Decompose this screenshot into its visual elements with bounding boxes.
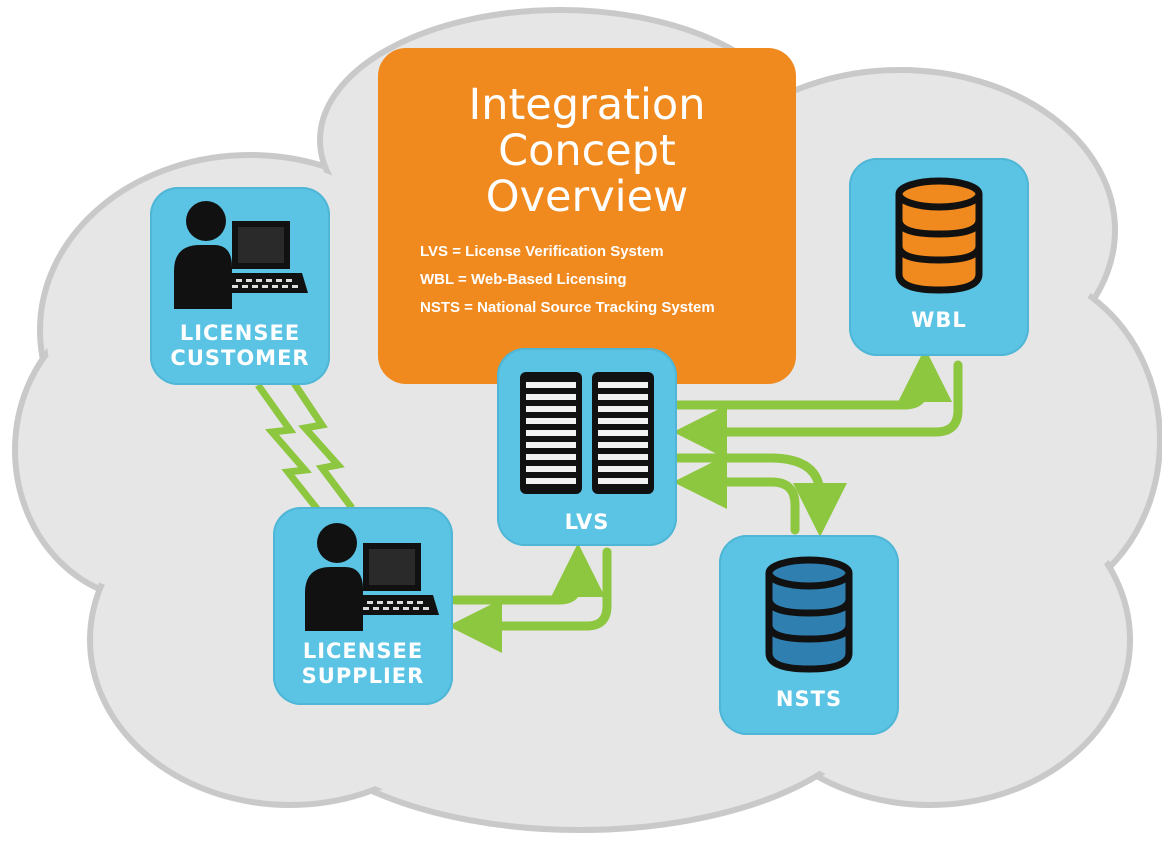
node-wbl: WBL (849, 158, 1029, 356)
node-label: LICENSEE CUSTOMER (170, 321, 310, 370)
person-computer-icon (305, 523, 439, 631)
arrow-lvs-to-supplier (448, 547, 612, 653)
legend-item-wbl: WBL = Web-Based Licensing (420, 271, 627, 288)
server-rack-icon (520, 372, 654, 494)
arrow-supplier-to-lvs (450, 543, 605, 605)
arrow-lvs-to-nsts (673, 453, 847, 537)
node-label: LICENSEE SUPPLIER (301, 639, 425, 688)
arrow-lvs-to-wbl (673, 348, 952, 410)
lightning-link-icon (255, 378, 355, 513)
arrow-wbl-to-lvs (673, 360, 963, 459)
node-label: LVS (564, 510, 610, 534)
node-nsts: NSTS (719, 535, 899, 735)
node-label: WBL (911, 308, 967, 332)
person-computer-icon (174, 201, 308, 309)
title-panel: Integration Concept Overview LVS = Licen… (378, 48, 796, 384)
database-icon (765, 556, 853, 673)
database-icon (895, 177, 983, 294)
legend: LVS = License Verification System WBL = … (420, 238, 715, 322)
node-label: NSTS (775, 687, 843, 711)
node-lvs: LVS (497, 348, 677, 546)
node-licensee-supplier: LICENSEE SUPPLIER (273, 507, 453, 705)
node-licensee-customer: LICENSEE CUSTOMER (150, 187, 330, 385)
legend-item-nsts: NSTS = National Source Tracking System (420, 299, 715, 316)
diagram-title: Integration Concept Overview (468, 80, 706, 222)
arrow-nsts-to-lvs (673, 455, 800, 535)
legend-item-lvs: LVS = License Verification System (420, 243, 664, 260)
